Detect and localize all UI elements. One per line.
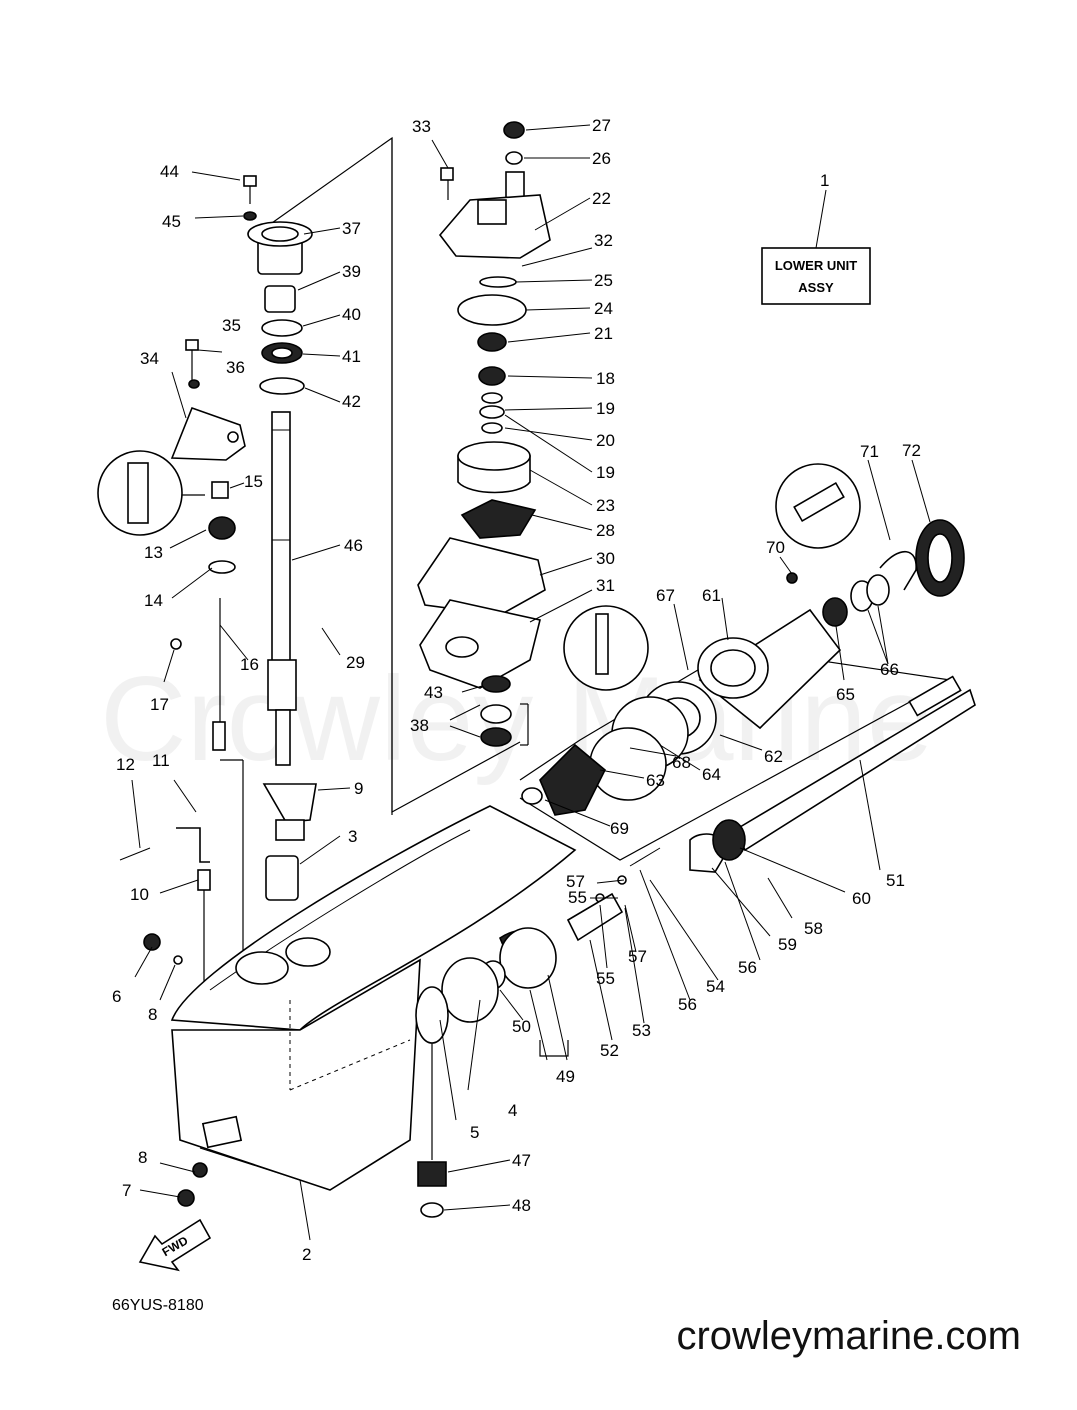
callout-35: 35	[222, 316, 241, 335]
callout-29: 29	[346, 653, 365, 672]
callout-30: 30	[596, 549, 615, 568]
callout-44: 44	[160, 162, 179, 181]
callout-65: 65	[836, 685, 855, 704]
callout-48: 48	[512, 1196, 531, 1215]
label-line-2: ASSY	[798, 280, 834, 295]
callout-26: 26	[592, 149, 611, 168]
callout-31: 31	[596, 576, 615, 595]
callout-numbers: 1 2 3 4 5 6 7 8 8 9 10 11 12 13 14 15 16…	[112, 116, 921, 1264]
callout-47: 47	[512, 1151, 531, 1170]
callout-7: 7	[122, 1181, 131, 1200]
callout-4: 4	[508, 1101, 517, 1120]
callout-50: 50	[512, 1017, 531, 1036]
callout-5: 5	[470, 1123, 479, 1142]
callout-68: 68	[672, 753, 691, 772]
callout-66: 66	[880, 660, 899, 679]
label-line-1: LOWER UNIT	[775, 258, 857, 273]
callout-39: 39	[342, 262, 361, 281]
callout-55b: 55	[596, 969, 615, 988]
callout-3: 3	[348, 827, 357, 846]
propshaft-group	[415, 463, 976, 1218]
site-footer-text: crowleymarine.com	[676, 1314, 1021, 1358]
callout-22: 22	[592, 189, 611, 208]
callout-21: 21	[594, 324, 613, 343]
callout-72: 72	[902, 441, 921, 460]
callout-60: 60	[852, 889, 871, 908]
callout-43: 43	[424, 683, 443, 702]
lower-unit-assy-label: LOWER UNIT ASSY	[761, 247, 871, 305]
callout-37: 37	[342, 219, 361, 238]
callout-19b: 19	[596, 463, 615, 482]
diagram-code: 66YUS-8180	[112, 1297, 204, 1314]
callout-56b: 56	[738, 958, 757, 977]
callout-55a: 55	[568, 888, 587, 907]
callout-53: 53	[632, 1021, 651, 1040]
driveshaft-group	[170, 136, 521, 950]
callout-61: 61	[702, 586, 721, 605]
callout-34: 34	[140, 349, 159, 368]
callout-49: 49	[556, 1067, 575, 1086]
gear-case	[143, 805, 577, 1207]
callout-56a: 56	[678, 995, 697, 1014]
callout-40: 40	[342, 305, 361, 324]
callout-17: 17	[150, 695, 169, 714]
fwd-arrow: FWD	[138, 1218, 212, 1272]
callout-51: 51	[886, 871, 905, 890]
callout-64: 64	[702, 765, 721, 784]
callout-67: 67	[656, 586, 675, 605]
callout-6: 6	[112, 987, 121, 1006]
callout-54: 54	[706, 977, 725, 996]
callout-45: 45	[162, 212, 181, 231]
callout-15: 15	[244, 472, 263, 491]
callout-9: 9	[354, 779, 363, 798]
leader-lines	[131, 124, 931, 1241]
callout-24: 24	[594, 299, 613, 318]
callout-57b: 57	[628, 947, 647, 966]
callout-13: 13	[144, 543, 163, 562]
callout-71: 71	[860, 442, 879, 461]
callout-41: 41	[342, 347, 361, 366]
callout-36: 36	[226, 358, 245, 377]
callout-25: 25	[594, 271, 613, 290]
callout-18: 18	[596, 369, 615, 388]
callout-38: 38	[410, 716, 429, 735]
callout-46: 46	[344, 536, 363, 555]
callout-57a: 57	[566, 872, 585, 891]
callout-20: 20	[596, 431, 615, 450]
water-pump-group	[417, 121, 649, 747]
callout-2: 2	[302, 1245, 311, 1264]
callout-27: 27	[592, 116, 611, 135]
callout-8a: 8	[148, 1005, 157, 1024]
callout-42: 42	[342, 392, 361, 411]
callout-1: 1	[820, 171, 829, 190]
callout-32: 32	[594, 231, 613, 250]
shift-rod-group	[97, 450, 236, 1010]
callout-10: 10	[130, 885, 149, 904]
callout-63: 63	[646, 771, 665, 790]
callout-11: 11	[152, 751, 170, 770]
callout-69: 69	[610, 819, 629, 838]
callout-16: 16	[240, 655, 259, 674]
callout-33: 33	[412, 117, 431, 136]
callout-52: 52	[600, 1041, 619, 1060]
callout-23: 23	[596, 496, 615, 515]
callout-19a: 19	[596, 399, 615, 418]
callout-70: 70	[766, 538, 785, 557]
callout-59: 59	[778, 935, 797, 954]
callout-8b: 8	[138, 1148, 147, 1167]
callout-62: 62	[764, 747, 783, 766]
callout-58: 58	[804, 919, 823, 938]
callout-12: 12	[116, 755, 135, 774]
callout-28: 28	[596, 521, 615, 540]
callout-14: 14	[144, 591, 163, 610]
